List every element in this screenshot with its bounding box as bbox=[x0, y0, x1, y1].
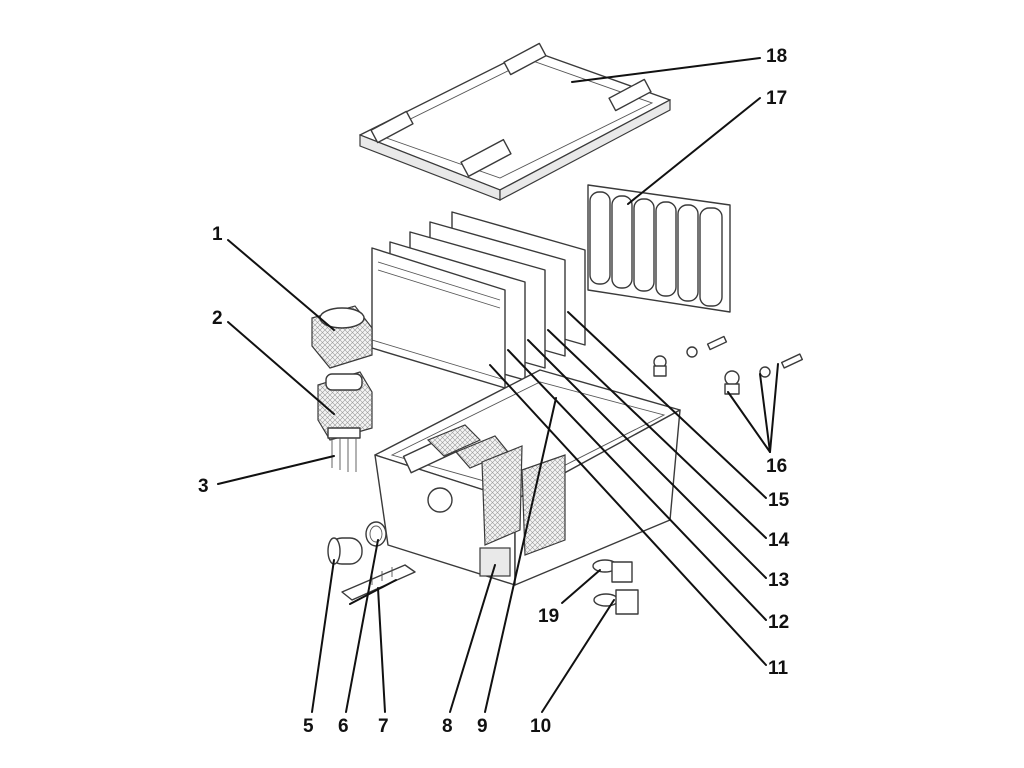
leader-7a bbox=[377, 587, 386, 713]
callout-13: 13 bbox=[768, 570, 789, 591]
filter-plates-stack-part bbox=[371, 211, 586, 389]
connector-board-part bbox=[341, 564, 416, 601]
o-ring-part bbox=[365, 521, 387, 547]
leader-18 bbox=[571, 57, 761, 83]
leader-19 bbox=[561, 569, 601, 604]
callout-16: 16 bbox=[766, 456, 787, 477]
leader-11 bbox=[489, 364, 767, 666]
mesh-sponge-part bbox=[311, 305, 373, 369]
leader-12 bbox=[507, 349, 767, 621]
callout-5: 5 bbox=[303, 716, 314, 737]
callout-10: 10 bbox=[530, 716, 551, 737]
fittings-part bbox=[653, 335, 804, 395]
leader-lines bbox=[217, 57, 779, 713]
leader-15 bbox=[567, 311, 767, 499]
leader-13 bbox=[527, 339, 767, 579]
leader-5 bbox=[311, 559, 335, 713]
leader-17 bbox=[627, 97, 761, 205]
leader-8 bbox=[449, 564, 496, 713]
leader-10 bbox=[541, 599, 615, 713]
callout-7: 7 bbox=[378, 716, 389, 737]
leader-9 bbox=[484, 397, 557, 713]
leader-16c bbox=[769, 363, 779, 453]
callout-17: 17 bbox=[766, 88, 787, 109]
callout-11: 11 bbox=[768, 658, 789, 679]
leader-1 bbox=[227, 239, 335, 331]
callout-14: 14 bbox=[768, 530, 790, 551]
filter-cartridge-row-part bbox=[587, 184, 731, 313]
leader-3 bbox=[217, 455, 335, 485]
callout-18: 18 bbox=[766, 46, 787, 67]
callout-1: 1 bbox=[212, 224, 223, 245]
valve-lower-part bbox=[593, 589, 639, 615]
callout-12: 12 bbox=[768, 612, 789, 633]
callout-3: 3 bbox=[198, 476, 209, 497]
leader-16a bbox=[727, 391, 771, 453]
callout-15: 15 bbox=[768, 490, 790, 511]
leader-6 bbox=[345, 539, 379, 713]
callout-6: 6 bbox=[338, 716, 349, 737]
leader-7b bbox=[349, 579, 397, 605]
pin-comb-part bbox=[327, 427, 361, 472]
mesh-baskets-part bbox=[426, 424, 566, 556]
callout-2: 2 bbox=[212, 308, 223, 329]
leader-14 bbox=[547, 329, 767, 539]
cylinder-part bbox=[327, 537, 363, 565]
lid-part bbox=[359, 42, 671, 201]
callout-19: 19 bbox=[538, 606, 559, 627]
coil-filter-part bbox=[317, 371, 373, 441]
valve-upper-part bbox=[592, 559, 633, 583]
callout-9: 9 bbox=[477, 716, 488, 737]
callout-8: 8 bbox=[442, 716, 453, 737]
leader-2 bbox=[227, 321, 335, 415]
leader-16b bbox=[759, 373, 771, 453]
callout-labels: 1 2 3 5 6 7 8 9 10 11 12 13 14 15 16 17 … bbox=[198, 46, 790, 737]
